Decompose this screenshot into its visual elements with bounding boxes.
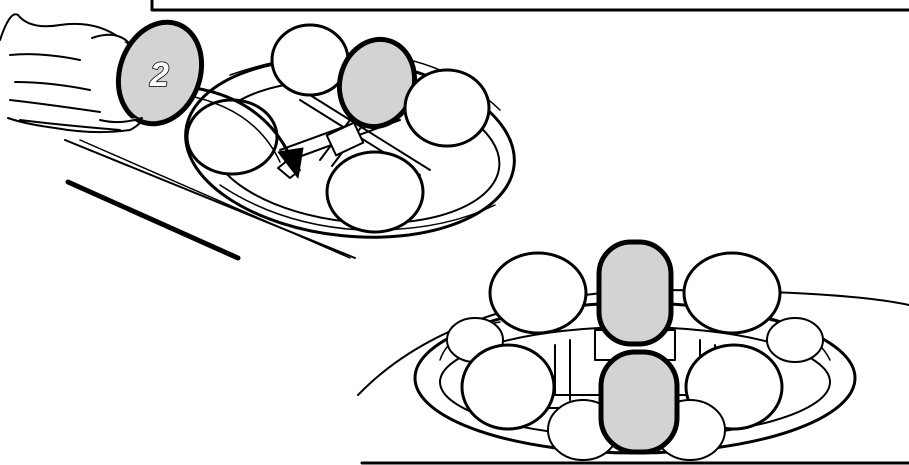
panel-frame [152, 0, 909, 10]
white-cup [684, 253, 780, 333]
white-cup [767, 318, 823, 362]
white-cup [462, 345, 554, 429]
rotor-balanced-panel [358, 242, 909, 463]
highlighted-cup [599, 242, 671, 344]
machine-base-line [68, 182, 238, 258]
rotor-placement-panel: 2 [0, 0, 909, 258]
white-cup [490, 253, 586, 333]
highlighted-cup [601, 352, 677, 452]
step-number-label: 2 [149, 56, 169, 94]
white-cup [272, 25, 348, 95]
white-cup [405, 70, 489, 146]
white-cup [327, 152, 423, 232]
